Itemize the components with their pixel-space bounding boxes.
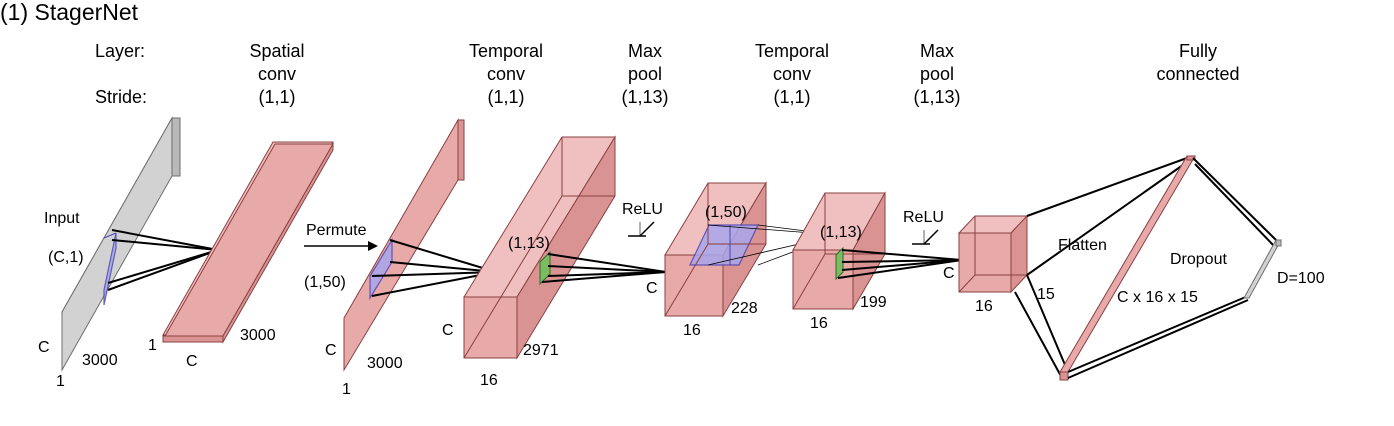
pool2-depth-label: 16 <box>975 298 993 315</box>
input-slab <box>61 116 181 372</box>
flatten-label: Flatten <box>1058 237 1107 254</box>
layer-name-line1: Spatial <box>249 41 304 61</box>
output-dim-label: D=100 <box>1277 270 1325 287</box>
layer-header-max-pool-1: Max pool (1,13) <box>621 41 668 107</box>
relu-2-icon <box>912 229 939 245</box>
layer-name-line2: conv <box>487 64 525 84</box>
tconv1-length-label: 2971 <box>523 342 559 359</box>
input-one-label: 1 <box>56 373 65 390</box>
layer-name-line1: Temporal <box>755 41 829 61</box>
permuted-slab <box>343 118 465 372</box>
layer-name-line2: conv <box>773 64 811 84</box>
box-front-face <box>792 249 854 310</box>
dense-connections <box>1067 157 1277 379</box>
permuted-front-face <box>343 118 459 372</box>
relu-1-icon <box>628 221 655 237</box>
input-kernel-label: (C,1) <box>48 249 84 266</box>
temporal-kernel-1 <box>539 250 551 286</box>
input-front-face <box>61 116 173 372</box>
flat-vector-edge <box>1059 371 1069 381</box>
input-label: Input <box>44 210 80 227</box>
input-kernel-edge <box>103 232 117 239</box>
output-vector-side <box>1275 239 1282 247</box>
relu-2-label: ReLU <box>903 209 944 226</box>
spatial-conv-output-slab <box>162 141 334 344</box>
layer-header-temporal-conv-2: Temporal conv (1,1) <box>755 41 829 107</box>
layer-name-line1: Fully <box>1179 41 1217 61</box>
input-length-label: 3000 <box>82 352 118 369</box>
pool1-c-label: C <box>646 280 658 297</box>
permute-kernel-label: (1,50) <box>304 274 346 291</box>
relu-1-label: ReLU <box>622 201 663 218</box>
tconv2-length-label: 199 <box>860 294 887 311</box>
spatial-conv-receptive-field <box>107 229 219 291</box>
temporal-conv-1-receptive-field <box>371 239 497 297</box>
diagram-title: (1) StagerNet <box>0 0 139 25</box>
pool1-kernel-label: (1,50) <box>705 204 747 221</box>
permuted-length-label: 3000 <box>367 355 403 372</box>
max-pool-1-output-box <box>664 181 767 318</box>
max-pool-2-output-cube <box>957 214 1029 294</box>
layer-header-spatial-conv: Spatial conv (1,1) <box>249 41 304 107</box>
layer-header-fully-connected: Fully connected <box>1156 41 1239 84</box>
slab-front-face <box>164 143 334 337</box>
pool-2-receptive-field <box>837 249 963 279</box>
slab-bottom-edge <box>162 335 224 343</box>
layer-name-line1: Max <box>628 41 662 61</box>
stride-row-label: Stride: <box>95 87 147 107</box>
layer-stride: (1,1) <box>773 87 810 107</box>
permuted-c-label: C <box>325 342 337 359</box>
layer-name-line2: pool <box>920 64 954 84</box>
output-vector-face <box>1243 239 1282 299</box>
cube-front-face <box>958 232 1012 293</box>
layer-name-line1: Max <box>920 41 954 61</box>
tconv1-c-label: C <box>442 322 454 339</box>
tconv2-kernel-label: (1,13) <box>820 224 862 241</box>
input-side-face <box>171 117 181 177</box>
layer-header-max-pool-2: Max pool (1,13) <box>913 41 960 107</box>
temporal-conv-1-output-box <box>463 135 616 360</box>
temporal-conv-2-output-box <box>792 191 886 311</box>
pool-1-receptive-field <box>541 253 667 283</box>
pool1-depth-label: 16 <box>683 322 701 339</box>
layer-stride: (1,13) <box>913 87 960 107</box>
input-spatial-kernel <box>103 232 117 306</box>
tconv2-depth-label: 16 <box>810 315 828 332</box>
tconv1-kernel-label: (1,13) <box>508 235 550 252</box>
pool1-length-label: 228 <box>731 300 758 317</box>
permuted-side-face <box>457 119 465 181</box>
layer-stride: (1,1) <box>487 87 524 107</box>
input-c-label: C <box>38 339 50 356</box>
permute-arrow <box>304 241 378 251</box>
flat-dims-label: C x 16 x 15 <box>1117 289 1198 306</box>
layer-name-line2: conv <box>258 64 296 84</box>
output-vector <box>1243 239 1282 299</box>
slab-right-edge <box>222 142 334 344</box>
layer-name-line2: connected <box>1156 64 1239 84</box>
layer-name-line1: Temporal <box>469 41 543 61</box>
spatial-c-label: C <box>186 353 198 370</box>
layer-row-label: Layer: <box>95 41 145 61</box>
box-front-face <box>463 296 518 359</box>
tconv1-depth-label: 16 <box>480 372 498 389</box>
layer-stride: (1,13) <box>621 87 668 107</box>
flatten-connections <box>1014 157 1191 379</box>
permute-label: Permute <box>306 222 367 239</box>
temporal-kernel-2 <box>835 246 844 281</box>
pool2-length-label: 15 <box>1037 286 1055 303</box>
permuted-one-label: 1 <box>342 381 351 398</box>
spatial-length-label: 3000 <box>240 327 276 344</box>
dropout-label: Dropout <box>1170 251 1227 268</box>
layer-name-line2: pool <box>628 64 662 84</box>
spatial-one-label: 1 <box>148 337 157 354</box>
layer-stride: (1,1) <box>258 87 295 107</box>
layer-header-temporal-conv-1: Temporal conv (1,1) <box>469 41 543 107</box>
flattened-vector <box>1059 155 1196 381</box>
pool2-c-label: C <box>943 265 955 282</box>
